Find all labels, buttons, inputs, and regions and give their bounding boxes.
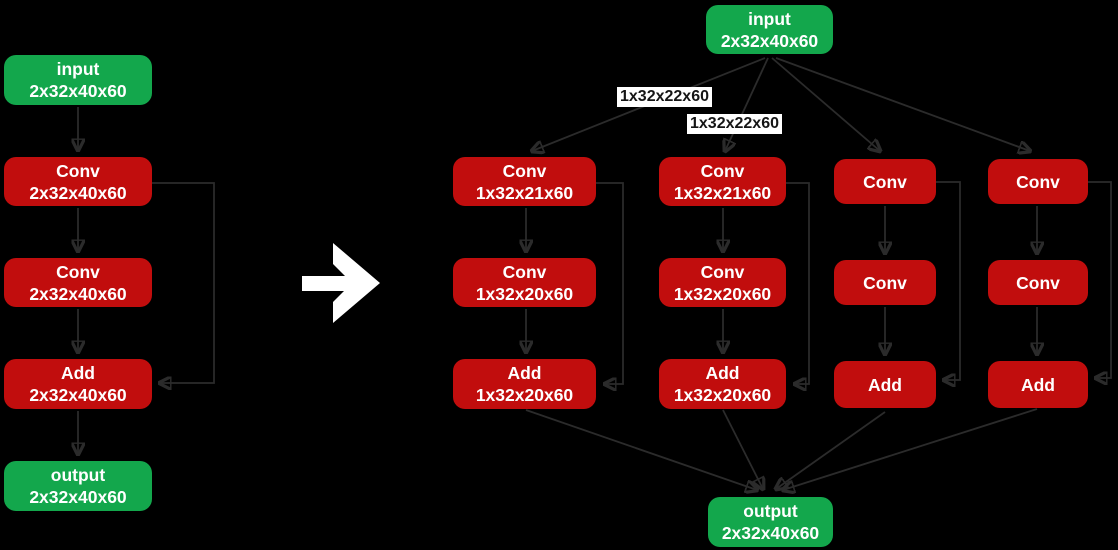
- node-label: Add: [60, 363, 96, 383]
- node-dims: 2x32x40x60: [29, 283, 127, 304]
- edge-b3-skip: [936, 181, 961, 380]
- branch2-node-add: Add 1x32x20x60: [659, 359, 786, 409]
- branch3-node-conv1: Conv: [834, 159, 936, 204]
- node-label: Conv: [1016, 272, 1060, 293]
- left-node-conv2: Conv 2x32x40x60: [4, 258, 152, 307]
- branch3-node-conv2: Conv: [834, 260, 936, 305]
- left-node-add: Add 2x32x40x60: [4, 359, 152, 409]
- node-dims: 1x32x20x60: [475, 283, 574, 304]
- edge-b2-skip: [786, 182, 810, 384]
- node-dims: 2x32x40x60: [720, 30, 819, 51]
- edge-b1-skip: [596, 182, 624, 384]
- branch4-node-add: Add: [988, 361, 1088, 408]
- node-dims: 2x32x40x60: [29, 81, 127, 101]
- node-label: Conv: [863, 272, 907, 293]
- branch2-node-conv1: Conv 1x32x21x60: [659, 157, 786, 206]
- branch2-node-conv2: Conv 1x32x20x60: [659, 258, 786, 307]
- node-label: Conv: [56, 160, 100, 181]
- edge-label-split-1: 1x32x22x60: [617, 87, 712, 107]
- branch4-node-conv1: Conv: [988, 159, 1088, 204]
- edge-b3-add-output: [776, 411, 886, 489]
- edge-b2-add-output: [722, 409, 763, 489]
- node-dims: 2x32x40x60: [29, 182, 127, 203]
- node-label: output: [50, 465, 106, 485]
- node-label: input: [748, 8, 791, 29]
- node-dims: 2x32x40x60: [29, 385, 127, 405]
- node-dims: 2x32x40x60: [29, 487, 127, 507]
- edge-label-split-2: 1x32x22x60: [687, 114, 782, 134]
- node-label: Conv: [1016, 171, 1060, 192]
- left-node-input: input 2x32x40x60: [4, 55, 152, 105]
- node-label: Add: [507, 363, 542, 383]
- left-node-conv1: Conv 2x32x40x60: [4, 157, 152, 206]
- node-label: Conv: [863, 171, 907, 192]
- transform-arrow-icon: [302, 243, 380, 323]
- node-label: Conv: [502, 261, 547, 282]
- node-label: input: [56, 59, 100, 79]
- edge-b1-add-output: [525, 409, 757, 490]
- node-label: Add: [1020, 374, 1056, 395]
- branch1-node-conv1: Conv 1x32x21x60: [453, 157, 596, 206]
- node-label: Add: [867, 374, 903, 395]
- edge-right-input-b4: [775, 57, 1030, 151]
- node-dims: 2x32x40x60: [721, 523, 820, 543]
- edge-right-input-b3: [771, 57, 880, 151]
- node-dims: 1x32x20x60: [475, 385, 574, 405]
- branch3-node-add: Add: [834, 361, 936, 408]
- left-node-output: output 2x32x40x60: [4, 461, 152, 511]
- node-label: Conv: [56, 261, 100, 282]
- branch1-node-add: Add 1x32x20x60: [453, 359, 596, 409]
- right-node-input: input 2x32x40x60: [706, 5, 833, 54]
- node-label: Add: [705, 363, 740, 383]
- node-label: Conv: [502, 160, 547, 181]
- node-label: Conv: [700, 261, 745, 282]
- edge-right-input-b2: [725, 57, 769, 151]
- node-label: output: [743, 501, 798, 521]
- node-dims: 1x32x21x60: [673, 182, 772, 203]
- edge-left-skip: [152, 182, 215, 383]
- right-node-output: output 2x32x40x60: [708, 497, 833, 547]
- node-dims: 1x32x20x60: [673, 385, 772, 405]
- node-dims: 1x32x21x60: [475, 182, 574, 203]
- branch4-node-conv2: Conv: [988, 260, 1088, 305]
- node-label: Conv: [700, 160, 745, 181]
- edge-b4-add-output: [783, 408, 1038, 490]
- edge-b4-skip: [1087, 181, 1112, 378]
- branch1-node-conv2: Conv 1x32x20x60: [453, 258, 596, 307]
- node-dims: 1x32x20x60: [673, 283, 772, 304]
